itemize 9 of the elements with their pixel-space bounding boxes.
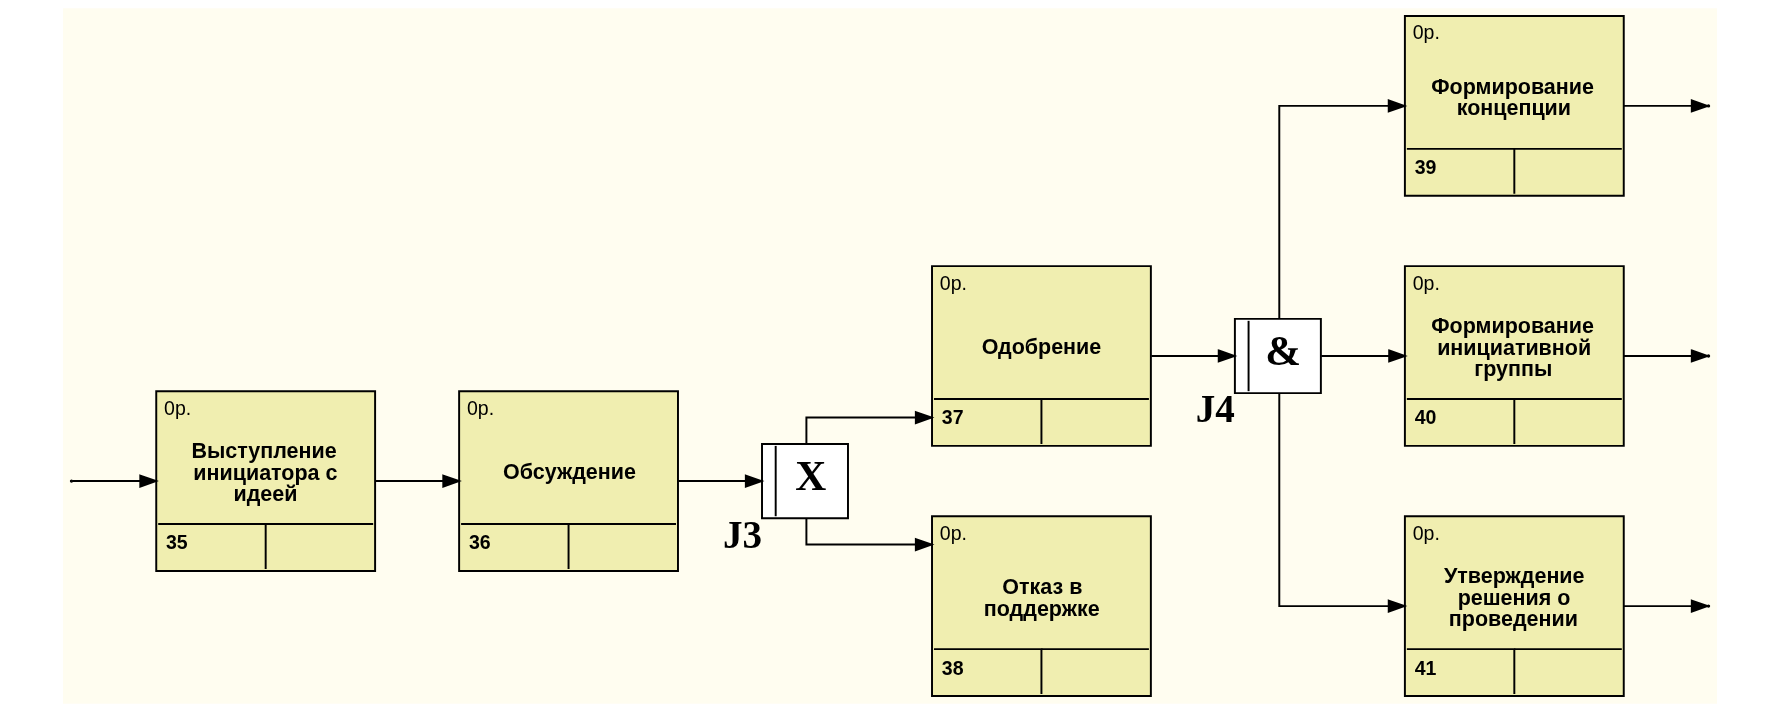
- arrow: [71, 474, 159, 488]
- arrow: [677, 474, 765, 488]
- node-label: J3: [722, 512, 763, 556]
- arrow: [1320, 349, 1408, 363]
- arrow: [374, 474, 462, 488]
- arrow: [1150, 349, 1238, 363]
- arrow: [1278, 392, 1408, 613]
- arrow: [1278, 99, 1408, 320]
- node-label: J4: [1195, 387, 1235, 431]
